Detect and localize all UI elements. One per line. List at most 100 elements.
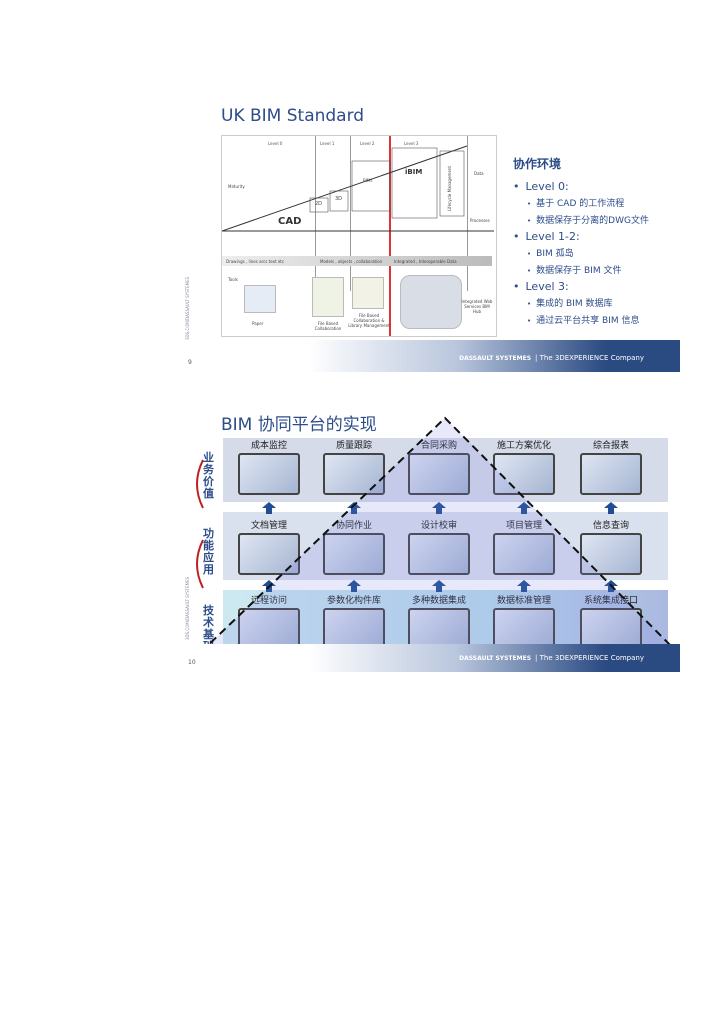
category-business-value: 业务价值: [203, 451, 214, 500]
level-0-sub-2: 数据保存于分离的DWG文件: [527, 213, 673, 226]
slide-footer: 9 DASSAULT SYSTEMES| The 3DEXPERIENCE Co…: [183, 340, 680, 372]
plan-icon: [493, 453, 555, 495]
paper-stack-icon: [244, 285, 276, 313]
dassault-logo: DASSAULT SYSTEMES| The 3DEXPERIENCE Comp…: [459, 654, 644, 662]
library-icon: [352, 277, 384, 309]
tile-label: 综合报表: [592, 441, 629, 451]
tile-label: 设计校审: [420, 521, 457, 531]
tile-cost-control[interactable]: 成本监控: [233, 440, 305, 495]
arrow-up-icon: [347, 580, 361, 592]
tile-system-integration[interactable]: 系统集成接口: [575, 595, 647, 650]
tools-row: Tools Paper File Based Collaboration Fil…: [222, 271, 494, 335]
3d-label: 3D: [335, 196, 343, 202]
tile-label: 成本监控: [250, 441, 287, 451]
report-chart-icon: [580, 453, 642, 495]
arrow-up-icon: [347, 502, 361, 514]
arrow-up-icon: [517, 580, 531, 592]
level-3-sub-2: 通过云平台共享 BIM 信息: [527, 313, 673, 326]
page-number: 10: [188, 659, 196, 666]
brand-tagline: | The 3DEXPERIENCE Company: [535, 354, 644, 362]
arrow-up-icon: [432, 502, 446, 514]
tile-label: 系统集成接口: [583, 596, 638, 606]
level-3-item: Level 3:: [513, 280, 673, 293]
side-copyright-text: 3DS.COM/DASSAULT SYSTEMES: [185, 276, 190, 340]
level-1-2-item: Level 1-2:: [513, 230, 673, 243]
slide-footer: 10 DASSAULT SYSTEMES| The 3DEXPERIENCE C…: [183, 644, 680, 672]
tile-label: 多种数据集成: [411, 596, 466, 606]
arrow-up-icon: [604, 580, 618, 592]
arrow-label-models: Models , objects , collaboration: [320, 259, 383, 264]
arrow-up-icon: [604, 502, 618, 514]
tile-label: 参数化构件库: [326, 596, 381, 606]
tile-label: 文档管理: [250, 521, 287, 531]
contract-icon: [408, 453, 470, 495]
lifecycle-label: Lifecycle Management: [447, 166, 452, 212]
level-2-header: Level 2: [360, 141, 375, 146]
network-icon: [238, 533, 300, 575]
library-label: File Based Collaboration & Library Manag…: [348, 313, 390, 328]
data-label: Data: [474, 171, 484, 176]
tile-contract-procurement[interactable]: 合同采购: [403, 440, 475, 495]
slide-title: UK BIM Standard: [221, 106, 365, 126]
arrow-label-integrated: Integrated , Interoperable Data: [394, 259, 457, 264]
tile-label: 合同采购: [420, 441, 457, 451]
tile-label: 质量跟踪: [335, 441, 372, 451]
tile-remote-access[interactable]: 远程访问: [233, 595, 305, 650]
level-1-header: Level 1: [320, 141, 335, 146]
paper-label: Paper: [252, 321, 264, 326]
maturity-wedge: [222, 145, 494, 232]
hub-label: Integrated Web Services BIM Hub: [461, 299, 493, 314]
tile-quality-tracking[interactable]: 质量跟踪: [318, 440, 390, 495]
tile-collaboration[interactable]: 协同作业: [318, 520, 390, 575]
tile-label: 信息查询: [592, 521, 629, 531]
tile-information-query[interactable]: 信息查询: [575, 520, 647, 575]
tile-project-management[interactable]: 项目管理: [488, 520, 560, 575]
org-chart-icon: [493, 533, 555, 575]
brand-name: DASSAULT SYSTEMES: [459, 655, 532, 662]
tile-reports[interactable]: 综合报表: [575, 440, 647, 495]
dassault-logo: DASSAULT SYSTEMES| The 3DEXPERIENCE Comp…: [459, 354, 644, 362]
level-3-header: Level 3: [404, 141, 419, 146]
slide-bim-platform: 3DS.COM/DASSAULT SYSTEMES BIM 协同平台的实现 业务…: [183, 400, 680, 672]
tile-document-management[interactable]: 文档管理: [233, 520, 305, 575]
side-copyright-text: 3DS.COM/DASSAULT SYSTEMES: [185, 576, 190, 640]
tile-construction-optimization[interactable]: 施工方案优化: [488, 440, 560, 495]
design-icon: [408, 533, 470, 575]
cad-label: CAD: [278, 216, 302, 227]
arrow-up-icon: [262, 580, 276, 592]
tile-label: 施工方案优化: [496, 441, 551, 451]
building-model-icon: [323, 453, 385, 495]
level-0-sub-1: 基于 CAD 的工作流程: [527, 196, 673, 209]
arrow-up-icon: [262, 502, 276, 514]
tile-label: 项目管理: [505, 521, 542, 531]
brand-tagline: | The 3DEXPERIENCE Company: [535, 654, 644, 662]
collaboration-heading: 协作环境: [513, 157, 562, 171]
magnifier-icon: [580, 533, 642, 575]
progress-arrow: [222, 256, 492, 266]
processes-label: Processes: [470, 218, 490, 223]
tile-design-review[interactable]: 设计校审: [403, 520, 475, 575]
bim-hub-icon: [400, 275, 462, 329]
document-icon: [312, 277, 344, 317]
chart-icon: [238, 453, 300, 495]
brand-name: DASSAULT SYSTEMES: [459, 355, 532, 362]
tile-data-integration[interactable]: 多种数据集成: [403, 595, 475, 650]
bims-label: BIMs: [363, 178, 373, 183]
arrow-label-drawings: Drawings , lines arcs text etc: [226, 259, 285, 264]
slide-uk-bim-standard: 3DS.COM/DASSAULT SYSTEMES UK BIM Standar…: [183, 100, 680, 372]
level-1-2-sub-2: 数据保存于 BIM 文件: [527, 263, 673, 276]
arrow-up-icon: [432, 580, 446, 592]
maturity-label: Maturity: [228, 184, 245, 189]
level-0-item: Level 0:: [513, 180, 673, 193]
tile-label: 协同作业: [335, 521, 372, 531]
tile-parametric-library[interactable]: 参数化构件库: [318, 595, 390, 650]
tools-label: Tools: [228, 277, 238, 282]
slide-title: BIM 协同平台的实现: [221, 415, 377, 435]
tile-label: 远程访问: [250, 596, 287, 606]
collaboration-icon: [323, 533, 385, 575]
ibim-label: iBIM: [405, 168, 423, 176]
arrow-up-icon: [517, 502, 531, 514]
category-function: 功能应用: [203, 527, 214, 576]
level-0-header: Level 0: [268, 141, 283, 146]
tile-data-standards[interactable]: 数据标准管理: [488, 595, 560, 650]
